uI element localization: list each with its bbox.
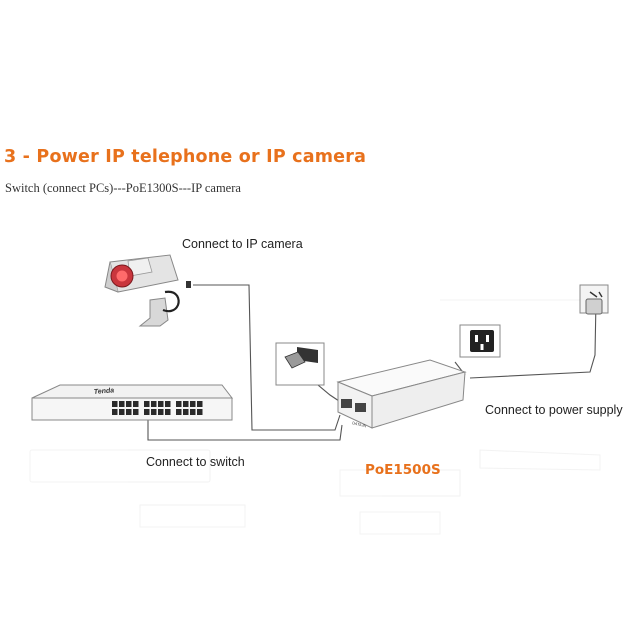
switch-port-icon bbox=[190, 401, 196, 407]
ac-inlet-inset bbox=[459, 324, 501, 358]
switch-port-icon bbox=[112, 401, 118, 407]
switch-port-icon bbox=[165, 409, 171, 415]
ghost-reflections bbox=[29, 299, 601, 535]
page-subtitle: Switch (connect PCs)---PoE1300S---IP cam… bbox=[5, 181, 241, 195]
ac-pin-right bbox=[486, 335, 489, 342]
switch-port-icon bbox=[126, 401, 132, 407]
switch-port-icon bbox=[112, 409, 118, 415]
page-title: 3 - Power IP telephone or IP camera bbox=[4, 147, 367, 167]
switch-port-icon bbox=[183, 401, 189, 407]
switch-port-icon bbox=[151, 401, 157, 407]
label-ip-camera: Connect to IP camera bbox=[182, 237, 303, 251]
switch-port-icon bbox=[176, 409, 182, 415]
ac-pin-left bbox=[475, 335, 478, 342]
camera-lens-icon bbox=[116, 270, 128, 282]
switch-brand-text: Tenda bbox=[94, 387, 115, 396]
switch-port-group bbox=[112, 401, 203, 415]
rj45-inset bbox=[275, 342, 325, 386]
camera-mount bbox=[138, 297, 169, 327]
switch-port-icon bbox=[151, 409, 157, 415]
switch-top bbox=[31, 384, 234, 399]
switch-port-icon bbox=[176, 401, 182, 407]
ip-camera bbox=[104, 254, 191, 327]
rj45-plug-icon bbox=[284, 351, 306, 369]
switch-port-icon bbox=[126, 409, 132, 415]
switch-port-icon bbox=[165, 401, 171, 407]
switch-port-icon bbox=[133, 401, 139, 407]
switch-front bbox=[31, 397, 233, 421]
switch-port-icon bbox=[119, 401, 125, 407]
wall-plug-icon bbox=[585, 298, 603, 315]
label-power-supply: Connect to power supply bbox=[485, 403, 623, 417]
switch-port-icon bbox=[197, 401, 203, 407]
switch-port-icon bbox=[133, 409, 139, 415]
switch-port-icon bbox=[158, 401, 164, 407]
switch-port-icon bbox=[119, 409, 125, 415]
switch-port-icon bbox=[183, 409, 189, 415]
poe-injector: DATA IN bbox=[336, 359, 467, 429]
switch-port-icon bbox=[197, 409, 203, 415]
switch-port-icon bbox=[144, 409, 150, 415]
camera-cable bbox=[193, 284, 341, 431]
switch-port-icon bbox=[144, 401, 150, 407]
camera-cord bbox=[162, 290, 180, 313]
camera-plug-icon bbox=[186, 281, 191, 288]
outlet-slots-icon bbox=[589, 291, 603, 298]
product-name: PoE1500S bbox=[365, 462, 441, 478]
switch-port-icon bbox=[158, 409, 164, 415]
label-switch: Connect to switch bbox=[146, 455, 245, 469]
switch-port-icon bbox=[190, 409, 196, 415]
poe-port-left-icon bbox=[341, 399, 352, 408]
poe-port-right-icon bbox=[355, 403, 366, 412]
poe-port-label: DATA IN bbox=[352, 421, 367, 428]
ac-pin-ground bbox=[480, 344, 484, 350]
power-cable bbox=[469, 299, 597, 379]
network-switch: Tenda bbox=[31, 384, 234, 421]
switch-cable bbox=[147, 420, 343, 441]
wall-plug bbox=[579, 284, 609, 315]
